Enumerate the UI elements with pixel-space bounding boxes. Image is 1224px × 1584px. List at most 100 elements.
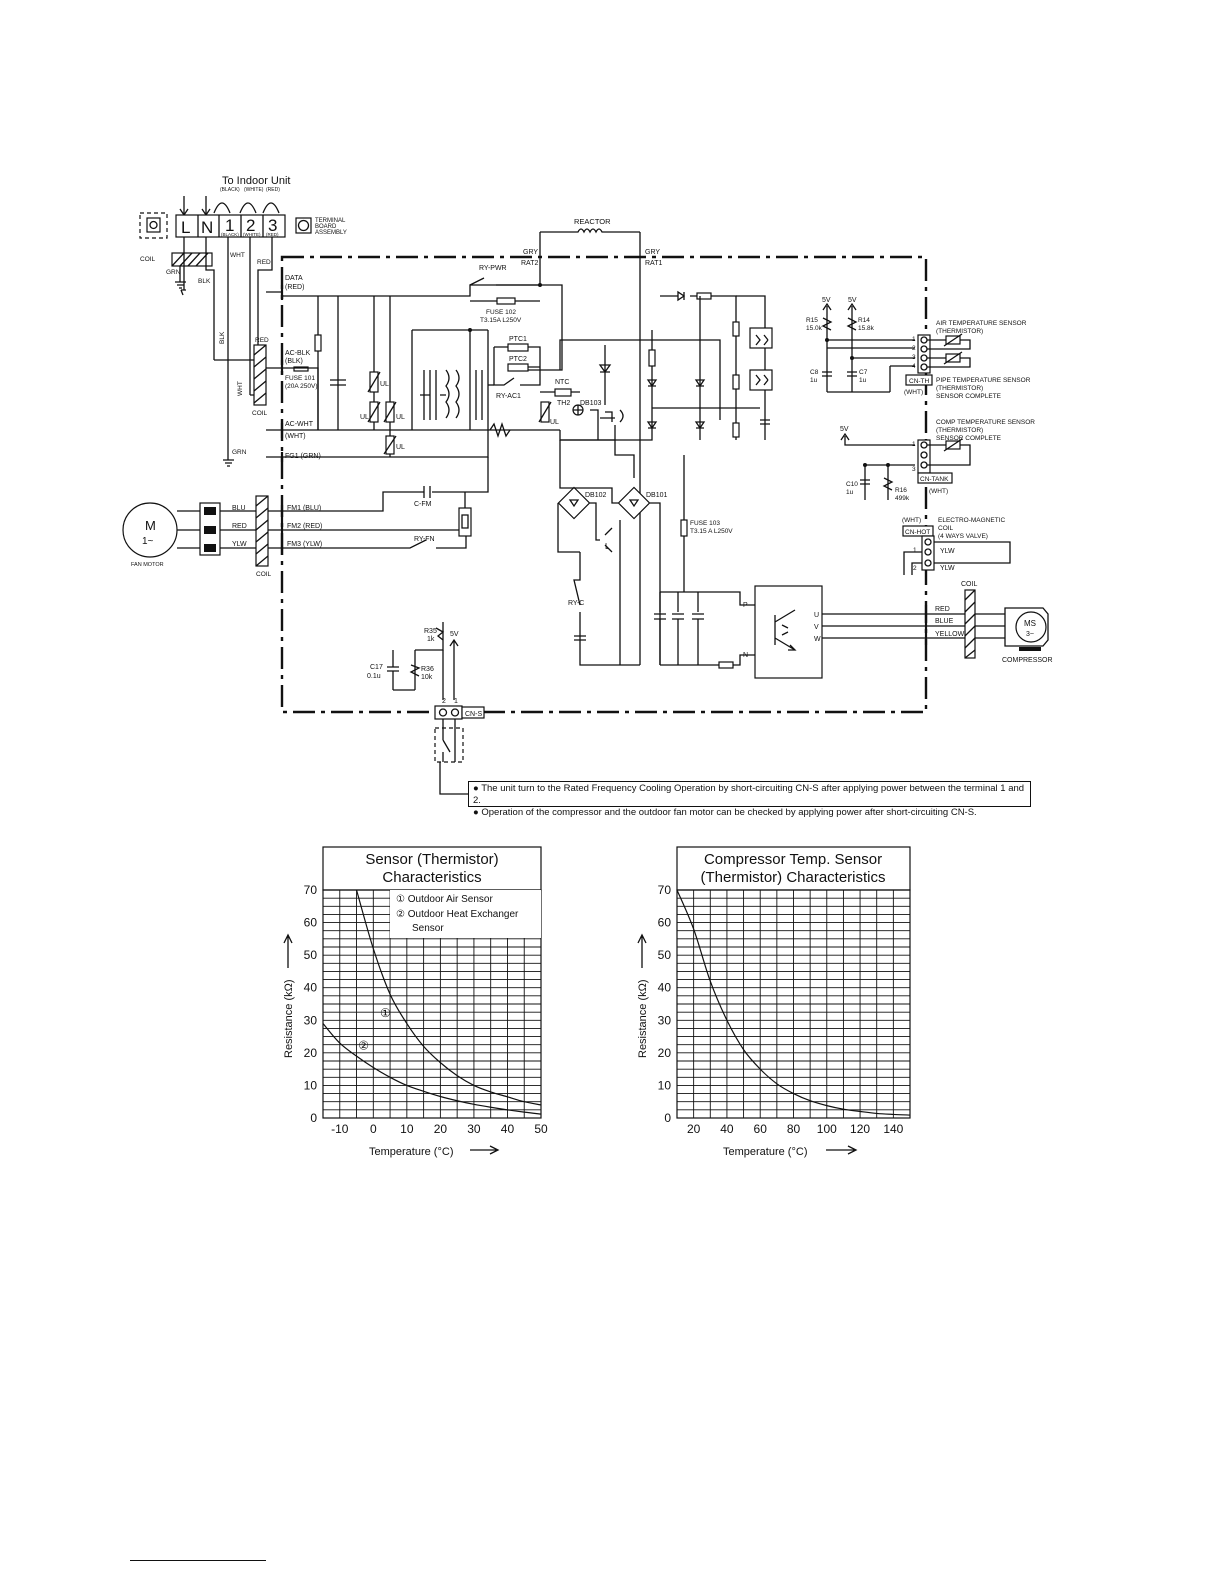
terminal-sub-red: (RED) — [266, 232, 279, 237]
ul-label-2: UL — [360, 414, 369, 421]
chart1-title-line1: Sensor (Thermistor) — [365, 851, 498, 868]
chart2-xtick: 40 — [720, 1122, 734, 1136]
terminal-board-area: To Indoor Unit (BLACK) (WHITE) (RED) L N… — [139, 175, 347, 239]
footnote-rule — [130, 1560, 266, 1561]
rat1-label: RAT1 — [645, 260, 662, 267]
chart1-legend-1: ① Outdoor Air Sensor — [396, 894, 493, 905]
chart1-ytick: 70 — [304, 883, 318, 897]
ry-ac1-label: RY-AC1 — [496, 393, 521, 400]
wht-label-top: WHT — [230, 252, 245, 259]
cn-th-label: CN-TH — [909, 378, 930, 385]
cn-th-pin-2: 2 — [912, 345, 916, 352]
terminal-N: N — [201, 218, 213, 237]
ptc2-label: PTC2 — [509, 356, 527, 363]
pipe-sensor-complete: SENSOR COMPLETE — [936, 393, 1002, 400]
ipm-module — [754, 585, 823, 679]
sensor-thermistor-chart: Sensor (Thermistor) Characteristics ① Ou… — [283, 846, 548, 1158]
chart1-y-arrow-icon — [283, 933, 293, 968]
chart2-xtick: 140 — [883, 1122, 903, 1136]
chart2-xtick: 120 — [850, 1122, 870, 1136]
chart1-ylabel: Resistance (kΩ) — [283, 979, 295, 1058]
ul-label-5: UL — [550, 419, 559, 426]
red-coil-label: RED — [255, 337, 269, 344]
five-v-r14: 5V — [848, 297, 857, 304]
reactor-label: REACTOR — [574, 217, 611, 226]
r14-label: R14 — [858, 317, 870, 324]
pcb-outline — [280, 255, 928, 714]
db103-label: DB103 — [580, 400, 602, 407]
chart1-title-line2: Characteristics — [382, 869, 481, 886]
r36-label: R36 — [421, 666, 434, 673]
chart2-xlabel: Temperature (°C) — [723, 1146, 807, 1158]
c8-label: C8 — [810, 369, 819, 376]
chart1-xlabel: Temperature (°C) — [369, 1146, 453, 1158]
chart2-ytick: 30 — [658, 1013, 672, 1027]
chart1-xtick: 10 — [400, 1122, 414, 1136]
compressor-sensor-chart: Compressor Temp. Sensor (Thermistor) Cha… — [637, 846, 911, 1158]
ground-icon — [297, 219, 310, 232]
chart1-xtick: 30 — [467, 1122, 481, 1136]
gry-right-label: GRY — [645, 249, 660, 256]
chart1-xtick: 40 — [501, 1122, 515, 1136]
chart2-grid — [676, 889, 911, 1119]
fuse101-label: FUSE 101 — [285, 375, 315, 382]
chart2-xtick: 100 — [817, 1122, 837, 1136]
chart1-ytick: 20 — [304, 1046, 318, 1060]
chart2-y-arrow-icon — [637, 933, 647, 968]
chart1-ytick: 40 — [304, 981, 318, 995]
cn-tank-pin-3: 3 — [912, 466, 916, 473]
fuse101-rating: (20A 250V) — [285, 383, 318, 390]
chart2-ylabel: Resistance (kΩ) — [637, 979, 649, 1058]
gry-left-label: GRY — [523, 249, 538, 256]
compressor-label: COMPRESSOR — [1002, 657, 1053, 664]
five-v-r15: 5V — [822, 297, 831, 304]
comp-red-label: RED — [935, 606, 950, 613]
terminal-sub-white: (WHITE) — [243, 232, 261, 237]
r14-value: 15.8k — [858, 325, 875, 332]
compressor-symbol — [1015, 611, 1047, 643]
ms-sub-label: 3~ — [1026, 631, 1034, 638]
th2-label: TH2 — [557, 400, 570, 407]
chart1-legend-2a: ② Outdoor Heat Exchanger — [396, 909, 519, 920]
ground-terminal-icon — [146, 217, 161, 233]
c7-value: 1u — [859, 377, 867, 384]
chart2-plot — [676, 889, 911, 1116]
r15-label: R15 — [806, 317, 818, 324]
db102-label: DB102 — [585, 492, 607, 499]
optocoupler-2 — [749, 369, 773, 391]
comp-sensor-label: COMP TEMPERATURE SENSOR — [936, 419, 1035, 426]
chart2-title-line2: (Thermistor) Characteristics — [700, 869, 885, 886]
chart2-ytick: 0 — [664, 1111, 671, 1125]
fm2-label: FM2 (RED) — [287, 523, 322, 530]
data-red-label: (RED) — [285, 284, 304, 291]
r35-label: R35 — [424, 628, 437, 635]
pipe-sensor-sub: (THERMISTOR) — [936, 385, 983, 392]
indoor-wire-color-red: (RED) — [266, 187, 280, 193]
r16-value: 499k — [895, 495, 910, 502]
chart2-xtick: 80 — [787, 1122, 801, 1136]
fuse102-label: FUSE 102 — [486, 309, 516, 316]
cn-s-pin-1: 1 — [454, 698, 458, 705]
motor-sub-label: 1~ — [142, 536, 154, 547]
terminal-board-label-2: BOARD — [315, 224, 337, 230]
data-label: DATA — [285, 275, 303, 282]
cn-th-wht: (WHT) — [904, 389, 923, 396]
chart2-ytick: 10 — [658, 1078, 672, 1092]
grn-label-top: GRN — [166, 269, 181, 276]
red-fan-label: RED — [232, 523, 247, 530]
to-indoor-unit-label: To Indoor Unit — [222, 175, 290, 187]
coil-label-mid: COIL — [252, 410, 268, 417]
ul-label-3: UL — [396, 414, 405, 421]
input-coil: COIL GRN BLK WHT RED — [140, 237, 273, 455]
u-label: U — [814, 612, 819, 619]
reactor: REACTOR GRY RAT2 GRY RAT1 — [521, 217, 662, 665]
c8-value: 1u — [810, 377, 818, 384]
c10-value: 1u — [846, 489, 854, 496]
fuse103-label: FUSE 103 — [690, 520, 720, 527]
chart2-ytick: 20 — [658, 1046, 672, 1060]
chart1-x-arrow-icon — [470, 1145, 500, 1155]
hot-ylw-1: YLW — [940, 548, 955, 555]
terminal-sub-black: (BLACK) — [221, 232, 239, 237]
chart2-xtick: 60 — [754, 1122, 768, 1136]
chart1-legend-2b: Sensor — [412, 923, 444, 934]
